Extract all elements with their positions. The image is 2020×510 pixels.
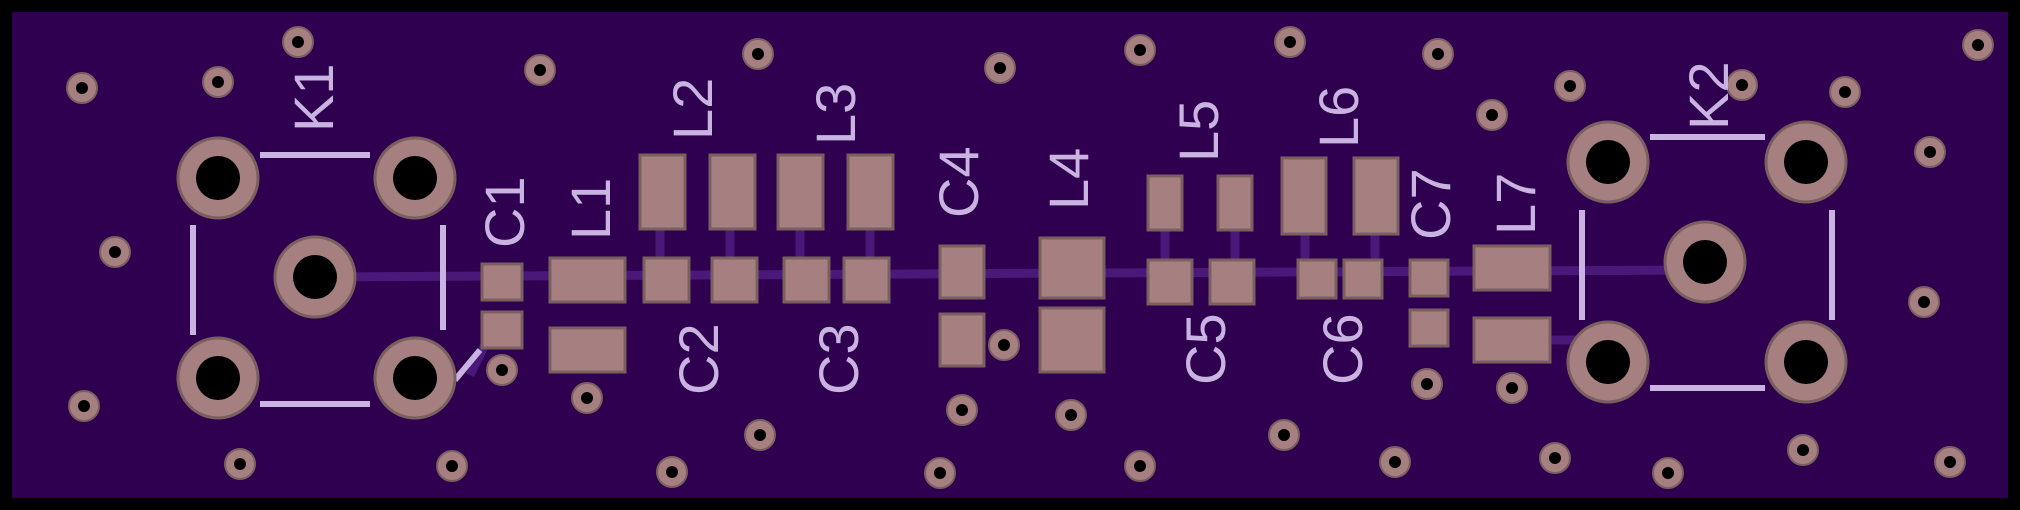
via-hole (292, 36, 304, 48)
via-hole (1284, 36, 1296, 48)
smd-pad (938, 244, 986, 300)
smd-pad (708, 153, 757, 231)
smd-pad (1038, 306, 1106, 374)
label-c7: C7 (1399, 168, 1462, 240)
smd-pad (710, 256, 759, 304)
via-hole (1549, 452, 1561, 464)
via-hole (934, 467, 946, 479)
connector-hole (1683, 240, 1727, 284)
via-hole (1918, 296, 1930, 308)
smd-pad (1408, 308, 1450, 348)
label-l7: L7 (1484, 173, 1547, 235)
smd-pad (1352, 156, 1400, 236)
connector-hole (1784, 340, 1828, 384)
via-hole (534, 64, 546, 76)
via-hole (1134, 44, 1146, 56)
via-hole (76, 82, 88, 94)
connector-hole (1586, 140, 1630, 184)
smd-pad (776, 153, 825, 231)
label-c6: C6 (1311, 313, 1374, 385)
smd-pad (846, 153, 895, 231)
smd-pad (1216, 174, 1254, 232)
via-hole (1134, 460, 1146, 472)
smd-pad (1146, 258, 1194, 306)
label-c4: C4 (927, 146, 990, 218)
label-l2: L2 (661, 78, 724, 140)
via-hole (1421, 378, 1433, 390)
smd-pad (480, 262, 524, 302)
via-hole (994, 62, 1006, 74)
smd-pads (480, 153, 1552, 374)
connector-hole (1784, 140, 1828, 184)
smd-pad (1342, 258, 1384, 300)
smd-pad (1280, 156, 1328, 236)
label-l5: L5 (1167, 100, 1230, 162)
smd-pad (638, 153, 687, 231)
smd-pad (548, 256, 627, 304)
via-hole (1736, 79, 1748, 91)
connector-hole (293, 255, 337, 299)
via-hole (666, 466, 678, 478)
connector-hole (196, 156, 240, 200)
component-labels: K1 K2 C1 L1 L2 L3 C2 C3 C4 L4 L5 L6 C5 C… (282, 62, 1740, 396)
connector-hole (196, 356, 240, 400)
via-hole (752, 48, 764, 60)
smd-pad (1408, 258, 1450, 298)
smd-pad (782, 256, 831, 304)
connector-hole (393, 356, 437, 400)
via-hole (496, 364, 508, 376)
via-hole (446, 460, 458, 472)
smd-pad (1472, 316, 1552, 364)
via-hole (1944, 456, 1956, 468)
label-k1: K1 (282, 64, 345, 133)
via-hole (1432, 48, 1444, 60)
connector-hole (1586, 340, 1630, 384)
smd-pad (642, 256, 691, 304)
smd-pad (1208, 258, 1256, 306)
via-hole (1924, 146, 1936, 158)
via-hole (1797, 444, 1809, 456)
via-hole (1065, 409, 1077, 421)
via-hole (1278, 429, 1290, 441)
via-hole (754, 429, 766, 441)
smd-pad (548, 326, 627, 374)
label-c2: C2 (667, 323, 730, 395)
via-hole (998, 339, 1010, 351)
smd-pad (1038, 236, 1106, 300)
label-c1: C1 (473, 176, 536, 248)
via-hole (581, 392, 593, 404)
via-hole (1389, 456, 1401, 468)
via-hole (109, 246, 121, 258)
smd-pad (480, 310, 524, 350)
smd-pad (938, 312, 986, 368)
via-hole (234, 458, 246, 470)
connector-hole (393, 156, 437, 200)
label-l1: L1 (559, 178, 622, 240)
via-hole (1839, 86, 1851, 98)
label-c3: C3 (807, 323, 870, 395)
via-hole (1662, 467, 1674, 479)
smd-pad (842, 256, 891, 304)
label-k2: K2 (1677, 62, 1740, 131)
smd-pad (1146, 174, 1184, 232)
via-hole (1972, 39, 1984, 51)
via-hole (78, 400, 90, 412)
via-hole (1564, 80, 1576, 92)
label-c5: C5 (1174, 313, 1237, 385)
via-hole (212, 76, 224, 88)
smd-pad (1296, 258, 1338, 300)
label-l6: L6 (1307, 86, 1370, 148)
smd-pad (1472, 244, 1552, 292)
label-l4: L4 (1037, 148, 1100, 210)
via-hole (1486, 109, 1498, 121)
label-l3: L3 (804, 83, 867, 145)
silkscreen-outlines (190, 134, 1835, 407)
via-holes (66, 26, 1994, 489)
via-hole (1506, 382, 1518, 394)
via-hole (956, 404, 968, 416)
through-hole-pads (176, 120, 1848, 420)
